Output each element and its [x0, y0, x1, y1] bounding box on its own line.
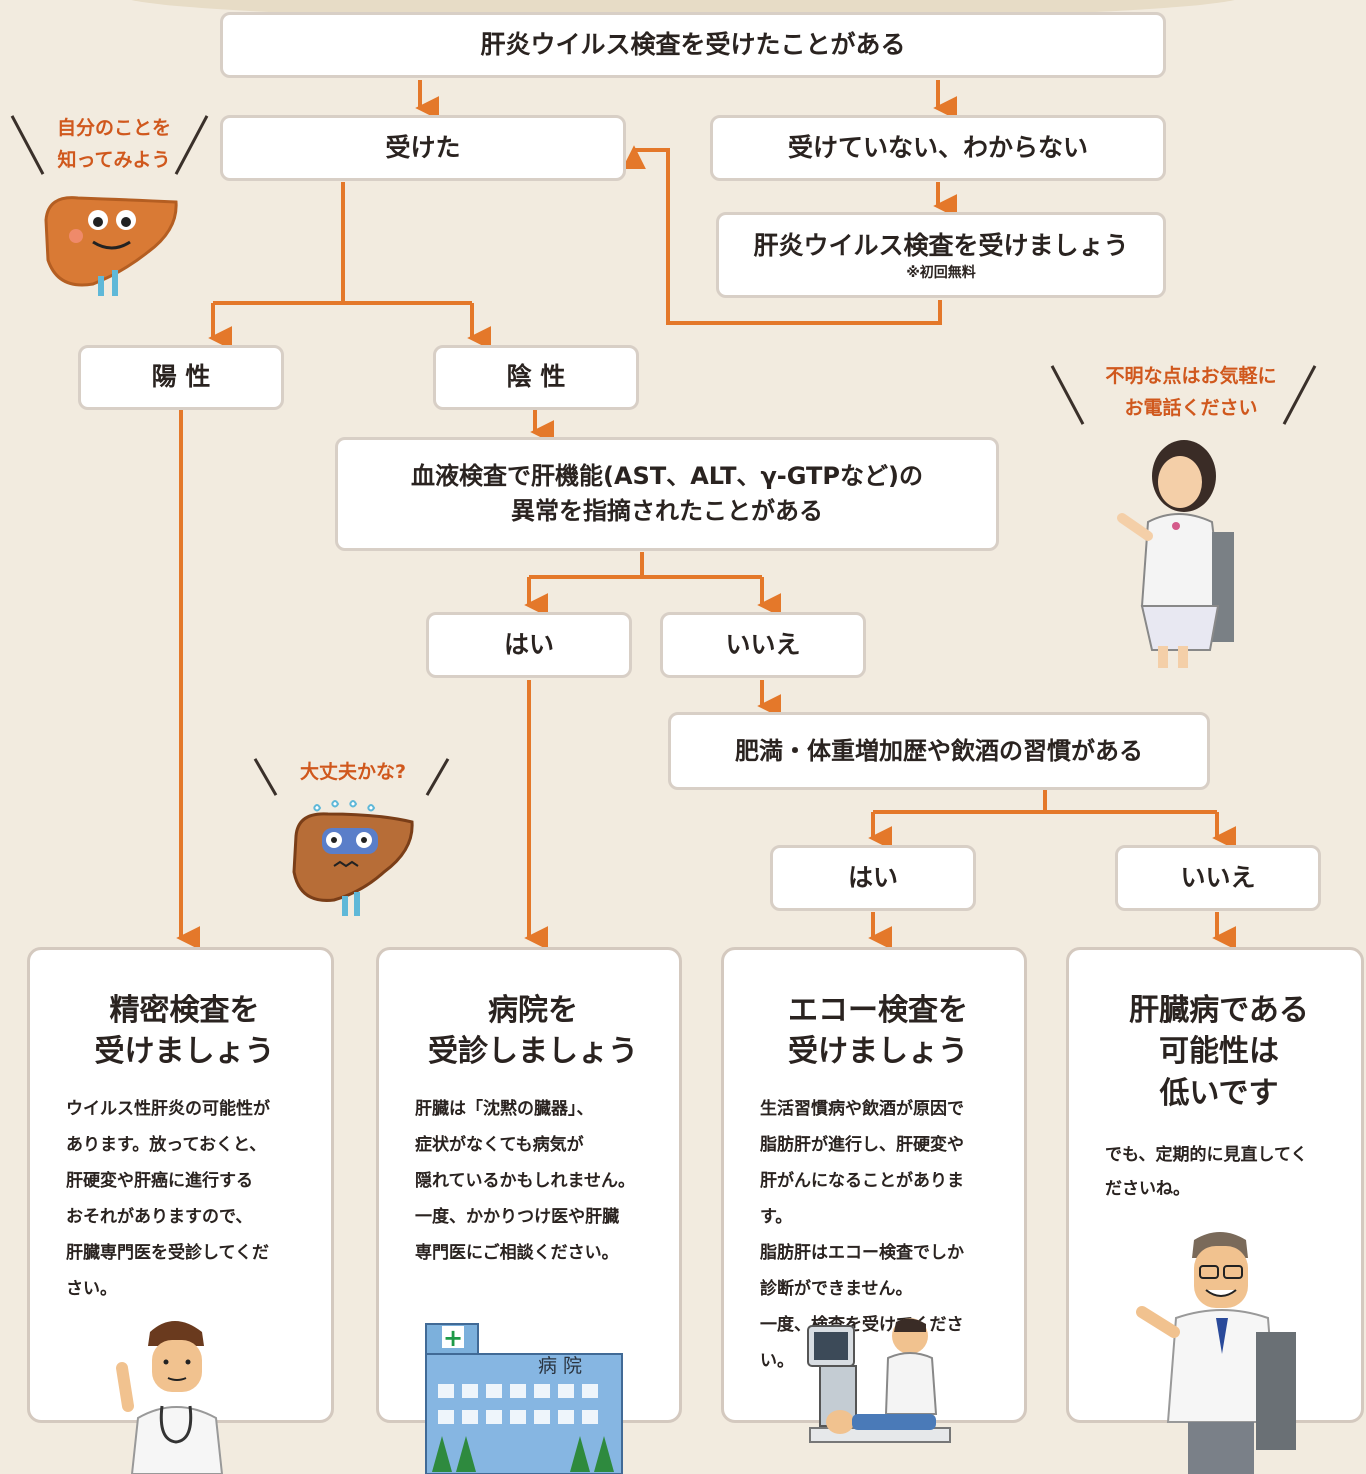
node-virus-test-question-text: 肝炎ウイルス検査を受けたことがある	[480, 29, 906, 59]
bubble-liver-happy: 自分のことを 知ってみよう	[56, 117, 171, 172]
node-negative-text: 陰 性	[506, 362, 566, 392]
node-get-tested-text: 肝炎ウイルス検査を受けましょう	[753, 231, 1129, 261]
node-yes-2: はい	[770, 845, 976, 911]
node-liver-function-line1: 血液検査で肝機能(AST、ALT、γ-GTPなど)の	[411, 462, 923, 491]
node-virus-test-question: 肝炎ウイルス検査を受けたことがある	[220, 12, 1166, 78]
node-lifestyle-question: 肥満・体重増加歴や飲酒の習慣がある	[668, 712, 1210, 790]
bubble-doctor-female: 不明な点はお気軽に お電話ください	[1105, 365, 1277, 420]
result-2-title: 病院を 受診しましょう	[428, 993, 638, 1070]
doctor-senior-icon	[1136, 1232, 1296, 1474]
hospital-cross-icon: +	[443, 1324, 463, 1352]
free-first-time-note: ※初回無料	[906, 265, 976, 282]
node-tested: 受けた	[220, 115, 626, 181]
node-tested-text: 受けた	[385, 132, 461, 162]
hospital-icon: + 病 院	[425, 1323, 623, 1474]
result-4-body: でも、定期的に見直してく ださいね。	[1105, 1145, 1308, 1200]
node-negative: 陰 性	[433, 345, 639, 410]
bubble-liver-worried: 大丈夫かな?	[299, 761, 407, 783]
node-positive-text: 陽 性	[151, 362, 211, 392]
node-get-tested: 肝炎ウイルス検査を受けましょう ※初回無料	[716, 212, 1166, 298]
bubble-mark-left	[253, 758, 278, 796]
node-yes-2-text: はい	[847, 862, 898, 892]
result-2-body: 肝臓は「沈黙の臓器」、 症状がなくても病気が 隠れているかもしれません。 一度、…	[415, 1098, 635, 1263]
result-1-title: 精密検査を 受けましょう	[94, 993, 275, 1070]
node-lifestyle-text: 肥満・体重増加歴や飲酒の習慣がある	[735, 736, 1143, 765]
hospital-sign: 病 院	[538, 1355, 582, 1377]
result-4-title: 肝臓病である 可能性は 低いです	[1129, 993, 1309, 1111]
result-1-body: ウイルス性肝炎の可能性が あります。放っておくと、 肝硬変や肝癌に進行する おそ…	[66, 1098, 270, 1299]
node-no-2-text: いいえ	[1180, 862, 1256, 892]
result-card-echo-exam: エコー検査を 受けましょう 生活習慣病や飲酒が原因で 脂肪肝が進行し、肝硬変や …	[721, 947, 1027, 1423]
node-not-tested: 受けていない、わからない	[710, 115, 1166, 181]
node-yes-1: はい	[426, 612, 632, 678]
node-liver-function-question: 血液検査で肝機能(AST、ALT、γ-GTPなど)の 異常を指摘されたことがある	[335, 437, 999, 551]
node-liver-function-line2: 異常を指摘されたことがある	[511, 497, 823, 525]
node-no-1: いいえ	[660, 612, 866, 678]
result-3-title: エコー検査を 受けましょう	[788, 993, 968, 1070]
liver-worried-icon	[292, 800, 414, 916]
node-no-2: いいえ	[1115, 845, 1321, 911]
node-positive: 陽 性	[78, 345, 284, 410]
bubble-mark-left	[10, 115, 45, 175]
liver-happy-icon	[44, 196, 178, 296]
doctor-female-icon	[1117, 440, 1234, 668]
bubble-mark-right	[425, 758, 450, 796]
node-yes-1-text: はい	[503, 629, 554, 659]
echo-exam-icon	[807, 1318, 951, 1443]
node-no-1-text: いいえ	[725, 629, 801, 659]
node-not-tested-text: 受けていない、わからない	[787, 132, 1088, 162]
doctor-male-icon	[116, 1321, 224, 1474]
